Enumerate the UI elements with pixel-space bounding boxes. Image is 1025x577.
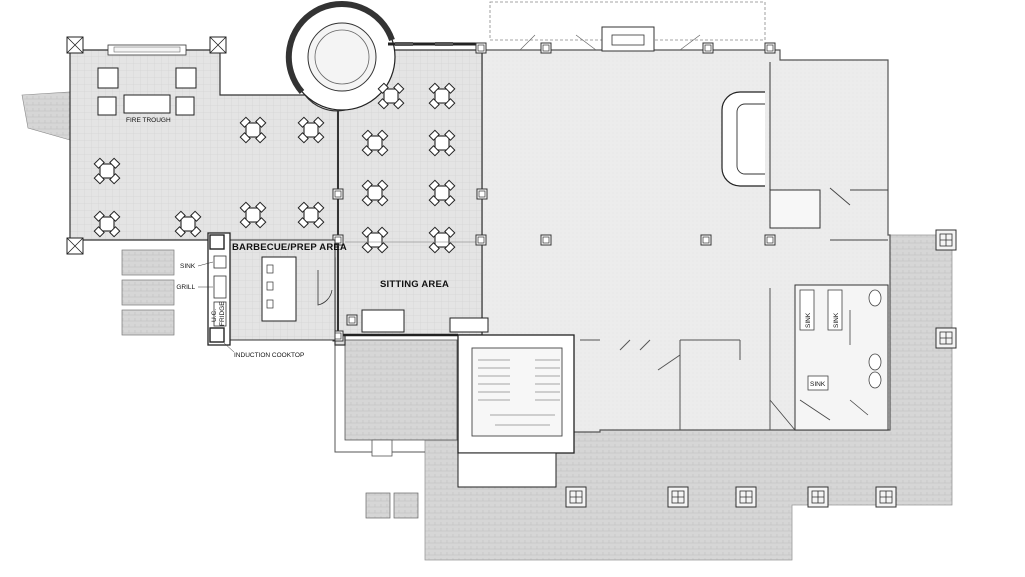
bench bbox=[361, 309, 405, 333]
door-swing bbox=[317, 270, 333, 306]
toilet bbox=[868, 289, 882, 307]
restroom-sink-label-3: SINK bbox=[810, 381, 826, 388]
bench bbox=[449, 317, 489, 333]
restroom-block bbox=[794, 284, 889, 431]
step-pad bbox=[121, 309, 175, 336]
corner-column bbox=[66, 36, 84, 54]
induction-cooktop-label: INDUCTION COOKTOP bbox=[234, 352, 304, 359]
walkway-paving bbox=[344, 339, 458, 441]
corner-column bbox=[209, 36, 227, 54]
restroom-sink-label-1: SINK bbox=[805, 312, 812, 328]
fridge bbox=[213, 301, 227, 327]
curved-bar bbox=[721, 91, 765, 187]
toilet bbox=[868, 371, 882, 389]
plaza-planter bbox=[667, 486, 689, 508]
walkway-edge bbox=[334, 340, 425, 453]
sitting-area-label: SITTING AREA bbox=[380, 279, 449, 290]
restroom-sink-label-2: SINK bbox=[833, 312, 840, 328]
uc-fridge-label-1: U.C. bbox=[211, 309, 218, 322]
lounge-chair bbox=[97, 67, 119, 89]
uc-fridge-label-2: FRIDGE bbox=[219, 301, 226, 326]
step-pad bbox=[365, 492, 391, 519]
corner-column bbox=[66, 237, 84, 255]
sink-label: SINK bbox=[180, 263, 196, 270]
plaza-planter bbox=[935, 327, 957, 349]
landing bbox=[457, 452, 557, 488]
service-room bbox=[769, 189, 821, 229]
bbq-prep-area-label: BARBECUE/PREP AREA bbox=[232, 242, 347, 253]
fire-trough-label: FIRE TROUGH bbox=[126, 117, 171, 124]
plaza-planter bbox=[807, 486, 829, 508]
toilet bbox=[868, 353, 882, 371]
plaza-planter bbox=[875, 486, 897, 508]
plaza-planter bbox=[565, 486, 587, 508]
grill bbox=[213, 275, 227, 299]
step-pad bbox=[121, 279, 175, 306]
step-pad bbox=[393, 492, 419, 519]
lounge-chair bbox=[175, 67, 197, 89]
plaza-planter bbox=[935, 229, 957, 251]
counter-column bbox=[209, 327, 225, 343]
round-tower bbox=[285, 1, 396, 111]
lounge-chair bbox=[175, 96, 195, 116]
fire-trough bbox=[123, 94, 171, 114]
step-pad bbox=[371, 439, 393, 457]
plaza-planter bbox=[735, 486, 757, 508]
step-pad bbox=[121, 249, 175, 276]
lounge-chair bbox=[97, 96, 117, 116]
counter-column bbox=[209, 234, 225, 250]
sink bbox=[213, 255, 227, 269]
fireplace bbox=[601, 26, 655, 52]
